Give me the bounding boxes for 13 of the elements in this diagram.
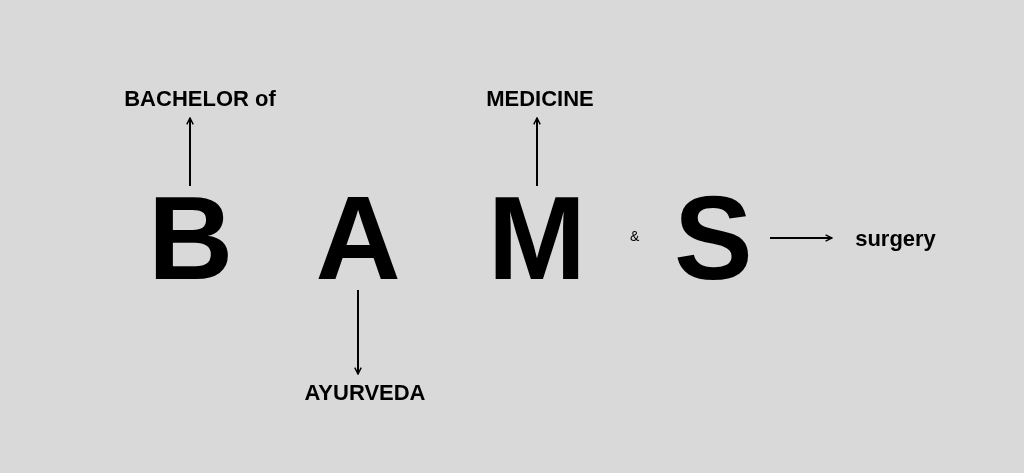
word-label: AYURVEDA (280, 376, 450, 410)
arrow (769, 234, 833, 242)
letter: B (148, 188, 232, 288)
arrow (354, 289, 362, 375)
word-label: BACHELOR of (100, 82, 300, 116)
letter: M (486, 188, 588, 288)
word-label: surgery (838, 222, 953, 256)
ampersand-label: & (630, 228, 640, 244)
arrow (533, 117, 541, 187)
letter: S (674, 188, 752, 288)
letter: A (313, 188, 403, 288)
word-label: MEDICINE (460, 82, 620, 116)
arrow (186, 117, 194, 187)
